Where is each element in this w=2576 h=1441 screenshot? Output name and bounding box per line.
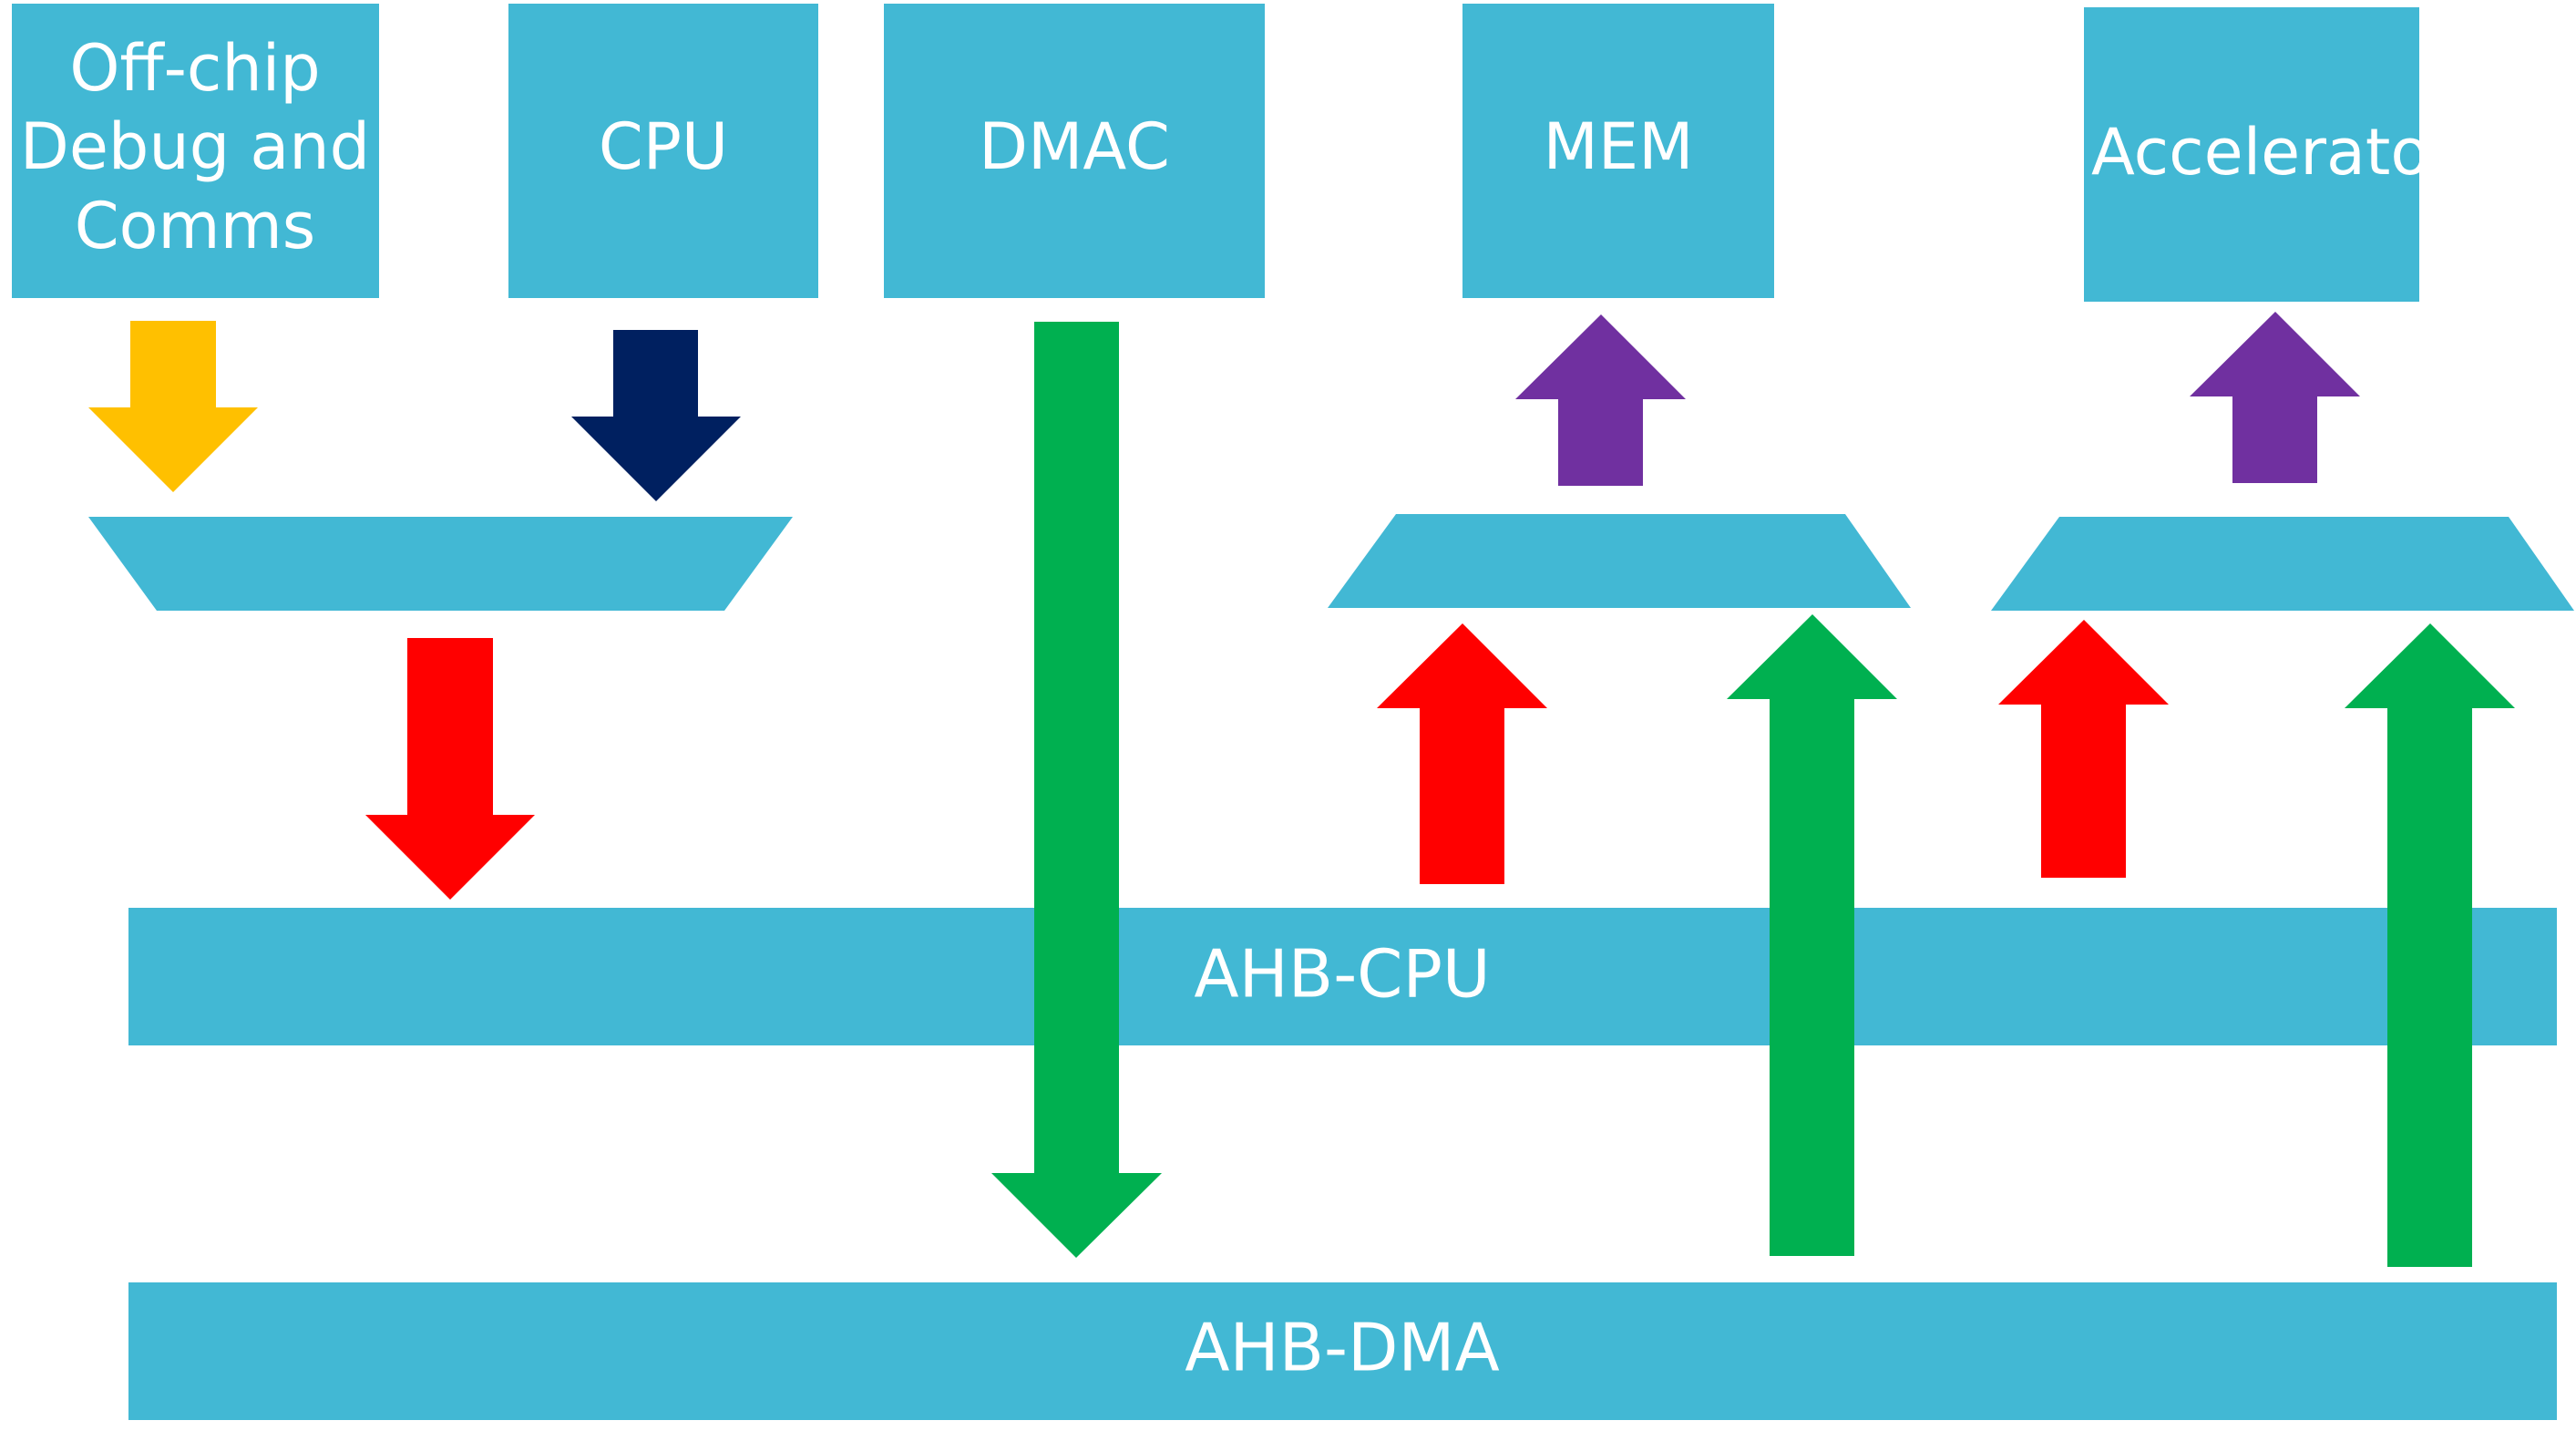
arrow-up-icon: [1998, 620, 2169, 878]
arrow-up-icon: [2190, 312, 2360, 483]
accelerator-label: Accelerator: [2091, 115, 2456, 190]
offchip-debug-block: Off-chip Debug and Comms: [12, 4, 379, 298]
offchip-debug-label-line1: Off-chip: [69, 31, 320, 106]
cpu-label: CPU: [599, 109, 728, 184]
accelerator-block: Accelerator: [2084, 7, 2456, 302]
arrow-down-icon: [88, 321, 258, 492]
arrow-up-icon: [2345, 623, 2515, 1267]
arrow-down-icon: [365, 638, 535, 900]
ahb-dma-label: AHB-DMA: [1185, 1310, 1500, 1386]
arrow-up-icon: [1377, 623, 1547, 884]
ahb-cpu-bus: AHB-CPU: [128, 908, 2557, 1045]
mem-label: MEM: [1543, 109, 1693, 184]
accelerator-side-mux: [1991, 517, 2574, 611]
arrow-down-icon: [571, 330, 741, 501]
cpu-block: CPU: [508, 4, 818, 298]
mem-block: MEM: [1462, 4, 1774, 298]
offchip-debug-label-line2: Debug and: [20, 109, 370, 184]
arrow-up-icon: [1515, 314, 1686, 486]
ahb-dma-bus: AHB-DMA: [128, 1282, 2557, 1420]
dmac-label: DMAC: [979, 109, 1170, 184]
dmac-block: DMAC: [884, 4, 1265, 298]
cpu-side-mux: [88, 517, 793, 611]
arrow-up-icon: [1727, 614, 1897, 1256]
offchip-debug-label-line3: Comms: [75, 189, 316, 263]
arrow-down-icon: [991, 322, 1162, 1258]
mem-side-mux: [1328, 514, 1911, 608]
ahb-cpu-label: AHB-CPU: [1194, 936, 1490, 1013]
